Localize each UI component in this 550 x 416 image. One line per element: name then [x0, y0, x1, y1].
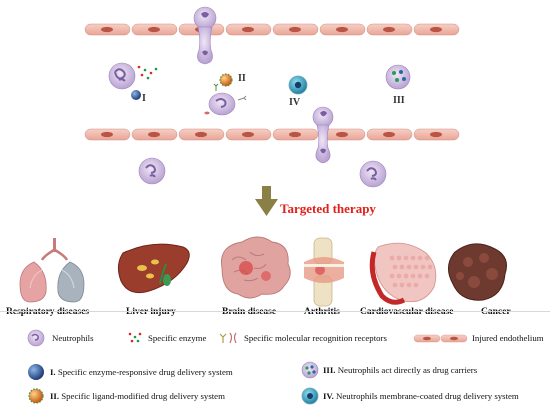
vessel-pattern-dot	[413, 282, 419, 288]
legend-receptor-icon	[219, 332, 237, 344]
vessel-pattern-dot	[427, 264, 433, 270]
endothelial-nucleus	[430, 26, 442, 33]
vessel-pattern-dot	[413, 264, 419, 270]
vessel-pattern-dot	[406, 264, 412, 270]
lungs-icon	[19, 238, 85, 303]
vessel-pattern-dot	[424, 273, 430, 279]
endothelium-bottom	[84, 128, 460, 141]
vessel-pattern-dot	[403, 273, 409, 279]
enzyme-responsive-nanoparticle-icon	[131, 90, 141, 100]
vessel-pattern-dot	[396, 273, 402, 279]
endothelial-nucleus	[383, 131, 395, 138]
label-roman-iii: III	[393, 95, 405, 106]
endothelial-nucleus	[383, 26, 395, 33]
neutrophil-with-enzyme	[108, 62, 158, 100]
endothelial-nucleus	[289, 131, 301, 138]
vessel-pattern-dot	[420, 264, 426, 270]
membrane-coated-nanoparticle	[288, 75, 308, 95]
vessel-pattern-dot	[392, 282, 398, 288]
endothelial-nucleus	[101, 26, 113, 33]
endothelial-nucleus	[195, 131, 207, 138]
legend-endothelium-icon	[413, 334, 468, 343]
legend-item-i: I. Specific enzyme-responsive drug deliv…	[50, 367, 233, 377]
legend-receptors: Specific molecular recognition receptors	[244, 333, 387, 343]
neutrophil-tissue-right	[359, 160, 387, 188]
vessel-pattern-dot	[417, 255, 423, 261]
legend-item-iii: III. Neutrophils act directly as drug ca…	[323, 365, 478, 375]
endothelial-nucleus	[148, 131, 160, 138]
tumor-icon	[448, 243, 507, 301]
neutrophil-transmigrating-bottom	[312, 106, 334, 164]
neutrophil-drug-carrier	[385, 64, 411, 90]
brain-icon	[220, 236, 291, 299]
vessel-pattern-dot	[410, 273, 416, 279]
legend-item-ii: II. Specific ligand-modified drug delive…	[50, 391, 225, 401]
ligand-modified-nanoparticle	[219, 73, 233, 87]
vessel-pattern-dot	[399, 282, 405, 288]
endothelial-nucleus	[336, 26, 348, 33]
vessel-pattern-dot	[392, 264, 398, 270]
neutrophil-transmigrating-top	[193, 6, 217, 65]
vessel-pattern-dot	[410, 255, 416, 261]
label-roman-ii: II	[238, 73, 246, 84]
legend-enzyme-icon	[128, 332, 142, 343]
legend-neutrophil-icon	[27, 329, 45, 347]
endothelial-nucleus	[148, 26, 160, 33]
endothelial-nucleus	[242, 131, 254, 138]
neutrophil-with-receptors	[204, 83, 247, 116]
vessel-pattern-dot	[417, 273, 423, 279]
down-arrow-icon	[255, 186, 278, 216]
legend-carrier-neutrophil-icon	[301, 361, 319, 379]
organ-label-cardiovascular: Cardiovascular disease	[360, 307, 454, 317]
vessel-pattern-dot	[406, 282, 412, 288]
endothelial-nucleus	[430, 131, 442, 138]
liver-icon	[117, 243, 190, 294]
vessel-pattern-dot	[389, 273, 395, 279]
neutrophil-tissue-left	[138, 157, 166, 185]
organ-label-cancer: Cancer	[481, 307, 511, 317]
legend-item-iv: IV. Neutrophils membrane-coated drug del…	[323, 391, 519, 401]
heart-vessel-icon	[369, 242, 437, 305]
label-roman-i: I	[142, 93, 146, 104]
endothelial-nucleus	[289, 26, 301, 33]
knee-joint-icon	[304, 237, 344, 307]
vessel-pattern-dot	[403, 255, 409, 261]
organ-label-arthritis: Arthritis	[304, 307, 340, 317]
label-roman-iv: IV	[289, 97, 301, 108]
legend-ligand-modified-icon	[28, 388, 44, 404]
legend-enzyme-responsive-icon	[28, 364, 44, 380]
organ-label-brain: Brain disease	[222, 307, 277, 317]
endothelial-nucleus	[336, 131, 348, 138]
vessel-pattern-dot	[396, 255, 402, 261]
vessel-pattern-dot	[424, 255, 430, 261]
vessel-pattern-dot	[389, 255, 395, 261]
endothelial-nucleus	[101, 131, 113, 138]
legend-membrane-coated-icon	[301, 387, 319, 405]
legend-specific-enzyme: Specific enzyme	[148, 333, 207, 343]
organ-label-respiratory: Respiratory diseases	[6, 307, 90, 317]
legend-neutrophils: Neutrophils	[52, 333, 94, 343]
legend-injured-endothelium: Injured endothelium	[472, 333, 544, 343]
organ-label-liver: Liver injury	[126, 307, 176, 317]
targeted-therapy-label: Targeted therapy	[280, 201, 376, 216]
vessel-pattern-dot	[399, 264, 405, 270]
legend-separator	[0, 311, 550, 312]
endothelium-top	[84, 23, 460, 36]
endothelial-nucleus	[242, 26, 254, 33]
